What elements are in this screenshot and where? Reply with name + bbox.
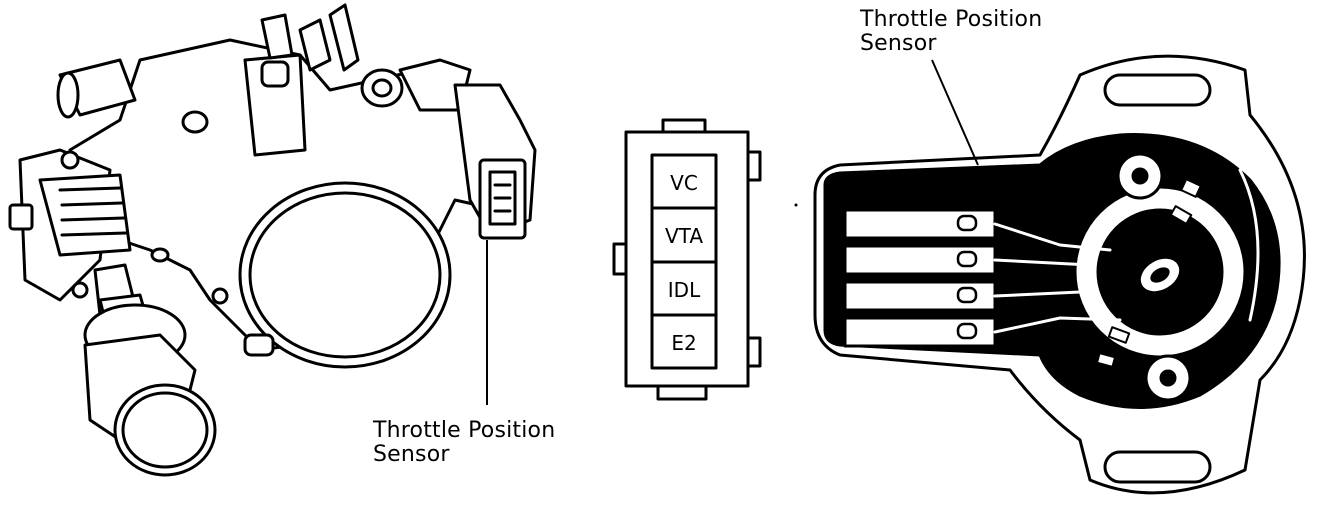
pin-label-vta: VTA [665, 224, 703, 248]
connector-diagram [612, 118, 762, 401]
sensor-drawing [813, 54, 1306, 495]
throttle-body-drawing [8, 3, 537, 477]
right-callout-leader [931, 59, 979, 166]
stray-dot [794, 203, 798, 207]
left-callout-line-2: Sensor [373, 442, 450, 467]
pin-label-idl: IDL [668, 278, 701, 302]
right-callout-line-1: Throttle Position [860, 7, 1043, 32]
right-sensor-callout: Throttle Position Sensor [860, 8, 1042, 56]
left-callout-line-1: Throttle Position [373, 418, 556, 443]
pin-label-e2: E2 [671, 331, 696, 355]
right-callout-line-2: Sensor [860, 31, 937, 56]
pin-label-vc: VC [670, 171, 698, 195]
left-sensor-callout: Throttle Position Sensor [373, 419, 555, 467]
